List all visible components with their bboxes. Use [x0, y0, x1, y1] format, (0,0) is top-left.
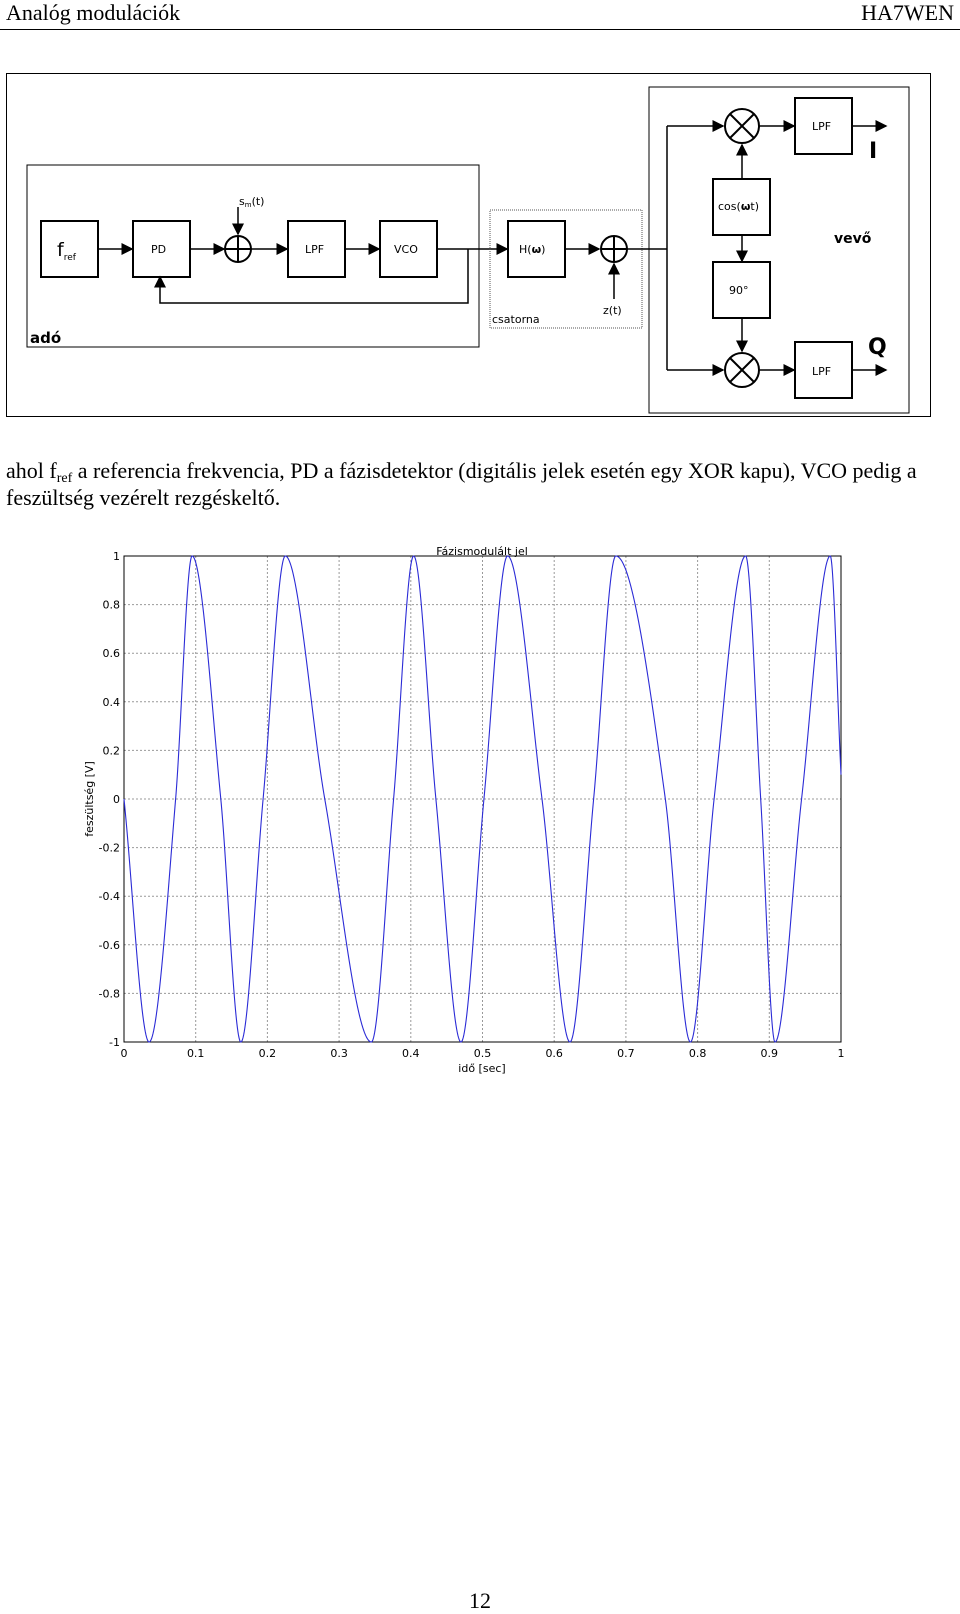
channel-label: csatorna — [492, 313, 540, 326]
receiver-label: vevő — [834, 231, 872, 247]
x-tick-label: 0.8 — [689, 1047, 707, 1060]
shift-label: 90° — [729, 284, 749, 297]
header-author: HA7WEN — [861, 0, 954, 25]
y-tick-label: -0.2 — [99, 842, 120, 855]
header-rule — [0, 29, 960, 30]
block-diagram: adó fref PD sm(t) LPF VCO csatorna H(ω) … — [6, 73, 931, 417]
mixer-bottom — [724, 352, 760, 388]
transmitter-label: adó — [30, 329, 61, 347]
caption: ahol fref a referencia frekvencia, PD a … — [6, 457, 956, 511]
y-tick-label: -0.4 — [99, 890, 120, 903]
y-axis-label: feszültség [V] — [83, 761, 96, 837]
phase-modulated-chart: Fázismodulált jel 0 0.1 0.2 0.3 0.4 0.5 0.6 0.7… — [83, 545, 845, 1075]
y-tick-label: -0.6 — [99, 939, 120, 952]
series-line — [123, 555, 842, 1043]
chart-title: Fázismodulált jel — [436, 545, 528, 558]
receiver-box — [648, 86, 910, 414]
x-tick-label: 1 — [838, 1047, 845, 1060]
y-tick-label: -0.8 — [99, 987, 120, 1000]
chart-grid — [124, 556, 841, 1042]
page-number: 12 — [469, 1588, 491, 1613]
y-tick-label: 0.8 — [103, 599, 121, 612]
channel-box — [489, 209, 643, 329]
lpf-label-i: LPF — [812, 120, 831, 133]
x-tick-label: 0 — [121, 1047, 128, 1060]
output-q-label: Q — [868, 335, 887, 360]
y-axis: 1 0.8 0.6 0.4 0.2 0 -0.2 -0.4 -0.6 -0.8 -1 — [99, 550, 120, 1049]
h-label: H(ω) — [519, 243, 545, 256]
x-axis: 0 0.1 0.2 0.3 0.4 0.5 0.6 0.7 0.8 0.9 1 — [121, 1047, 845, 1060]
y-tick-label: -1 — [109, 1036, 120, 1049]
sum-junction-channel — [600, 235, 628, 263]
x-tick-label: 0.7 — [617, 1047, 635, 1060]
y-tick-label: 0.2 — [103, 744, 121, 757]
mixer-top — [724, 108, 760, 144]
output-i-label: I — [869, 139, 877, 164]
sm-label: sm(t) — [239, 195, 264, 209]
header-title: Analóg modulációk — [6, 0, 181, 25]
feedback-path — [154, 249, 469, 304]
pd-label: PD — [151, 243, 166, 256]
diagram-frame — [6, 73, 931, 417]
y-tick-label: 0 — [113, 793, 120, 806]
x-tick-label: 0.2 — [259, 1047, 277, 1060]
sum-junction-tx — [224, 235, 252, 263]
x-tick-label: 0.6 — [545, 1047, 563, 1060]
y-tick-label: 0.4 — [103, 696, 121, 709]
caption-subscript: ref — [56, 471, 73, 486]
x-axis-label: idő [sec] — [458, 1062, 505, 1075]
caption-part-2: a referencia frekvencia, PD a fázisdetek… — [6, 458, 917, 510]
vco-label: VCO — [394, 243, 418, 256]
fref-label: fref — [57, 239, 77, 263]
cos-label: cos(ωt) — [718, 200, 759, 213]
lpf-label-q: LPF — [812, 365, 831, 378]
x-tick-label: 0.5 — [474, 1047, 492, 1060]
y-tick-label: 1 — [113, 550, 120, 563]
transmitter-box — [26, 164, 480, 348]
fref-block — [40, 220, 99, 278]
x-tick-label: 0.1 — [187, 1047, 205, 1060]
x-tick-label: 0.4 — [402, 1047, 420, 1060]
caption-part-1: ahol f — [6, 458, 57, 483]
noise-label: z(t) — [603, 304, 622, 317]
x-tick-label: 0.9 — [761, 1047, 779, 1060]
y-tick-label: 0.6 — [103, 647, 121, 660]
x-tick-label: 0.3 — [330, 1047, 348, 1060]
lpf-label-tx: LPF — [305, 243, 324, 256]
